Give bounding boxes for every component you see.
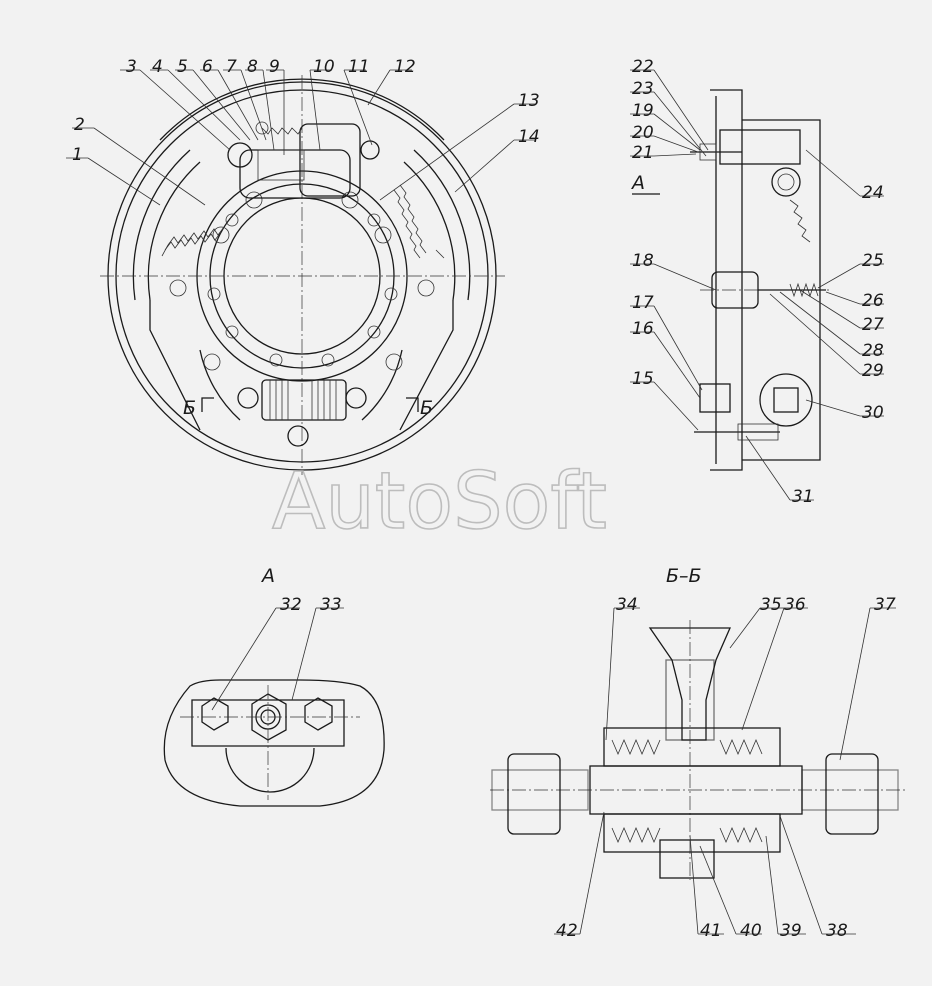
callout-20: 20: [632, 123, 654, 143]
callout-41: 41: [700, 921, 722, 941]
callout-42: 42: [556, 921, 578, 941]
callout-2: 2: [74, 115, 85, 135]
callout-22: 22: [632, 57, 654, 77]
callout-10: 10: [313, 57, 335, 77]
side-leaders: [630, 69, 884, 501]
callout-28: 28: [862, 341, 884, 361]
callout-24: 24: [862, 183, 884, 203]
callout-14: 14: [518, 127, 540, 147]
section-a-title: А: [630, 172, 645, 194]
callout-32: 32: [280, 595, 302, 615]
section-bb-title: Б–Б: [666, 565, 702, 587]
callout-23: 23: [632, 79, 654, 99]
callout-30: 30: [862, 403, 884, 423]
return-spring-right: [393, 184, 445, 259]
callout-34: 34: [616, 595, 638, 615]
callout-3: 3: [126, 57, 137, 77]
front-leaders: [66, 69, 536, 206]
front-view: Б Б: [100, 75, 505, 475]
callout-16: 16: [632, 319, 654, 339]
callout-1: 1: [72, 145, 83, 165]
detail-a-title: А: [260, 565, 275, 587]
callout-11: 11: [348, 57, 370, 77]
callout-31: 31: [792, 487, 814, 507]
callout-37: 37: [874, 595, 896, 615]
shoe-right: [413, 149, 471, 301]
callout-19: 19: [632, 101, 654, 121]
callout-33: 33: [320, 595, 342, 615]
callout-27: 27: [862, 315, 884, 335]
callout-4: 4: [152, 57, 163, 77]
callout-5: 5: [177, 57, 188, 77]
callout-7: 7: [226, 57, 237, 77]
section-bb-leaders: [554, 607, 896, 935]
callout-40: 40: [740, 921, 762, 941]
cut-mark-right: Б: [420, 397, 433, 419]
callout-36: 36: [784, 595, 806, 615]
callout-35: 35: [760, 595, 782, 615]
callout-17: 17: [632, 293, 654, 313]
callout-38: 38: [826, 921, 848, 941]
callout-18: 18: [632, 251, 654, 271]
callout-39: 39: [780, 921, 802, 941]
bolt-holes: [169, 191, 435, 371]
callout-15: 15: [632, 369, 654, 389]
callout-8: 8: [247, 57, 258, 77]
callout-13: 13: [518, 91, 540, 111]
bottom-adjuster: [237, 379, 367, 447]
expander-assembly: [227, 121, 380, 199]
bb-springs: [611, 738, 763, 844]
callout-9: 9: [269, 57, 280, 77]
shoe-left: [132, 149, 191, 301]
watermark: AutoSoft: [272, 457, 607, 547]
detail-a-leaders: [211, 607, 344, 711]
return-spring-left: [161, 226, 225, 257]
callout-25: 25: [862, 251, 884, 271]
callout-29: 29: [862, 361, 884, 381]
callout-6: 6: [202, 57, 213, 77]
detail-a-view: А: [163, 565, 385, 807]
callout-12: 12: [394, 57, 416, 77]
cut-mark-left: Б: [183, 397, 196, 419]
callout-26: 26: [862, 291, 884, 311]
section-bb-view: Б–Б: [490, 565, 905, 880]
side-section-view: А: [630, 89, 830, 471]
callout-21: 21: [632, 143, 654, 163]
